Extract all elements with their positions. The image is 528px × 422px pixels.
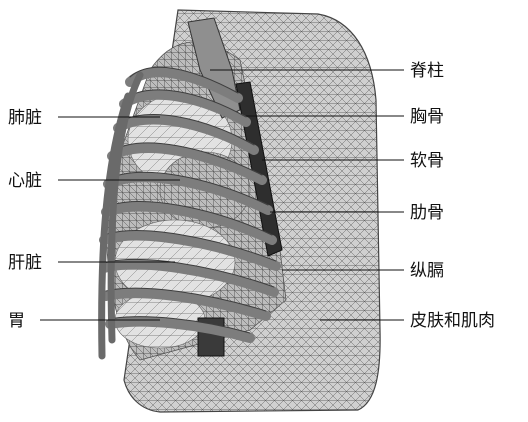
label-skin-muscle: 皮肤和肌肉	[410, 311, 495, 331]
label-rib: 肋骨	[410, 203, 444, 223]
label-stomach: 胃	[8, 311, 25, 331]
label-heart: 心脏	[8, 171, 42, 191]
label-lung: 肺脏	[8, 108, 42, 128]
label-liver: 肝脏	[8, 253, 42, 273]
label-cartilage: 软骨	[410, 151, 444, 171]
label-sternum: 胸骨	[410, 107, 444, 127]
label-spine: 脊柱	[410, 61, 444, 81]
label-mediastinum: 纵膈	[410, 261, 444, 281]
